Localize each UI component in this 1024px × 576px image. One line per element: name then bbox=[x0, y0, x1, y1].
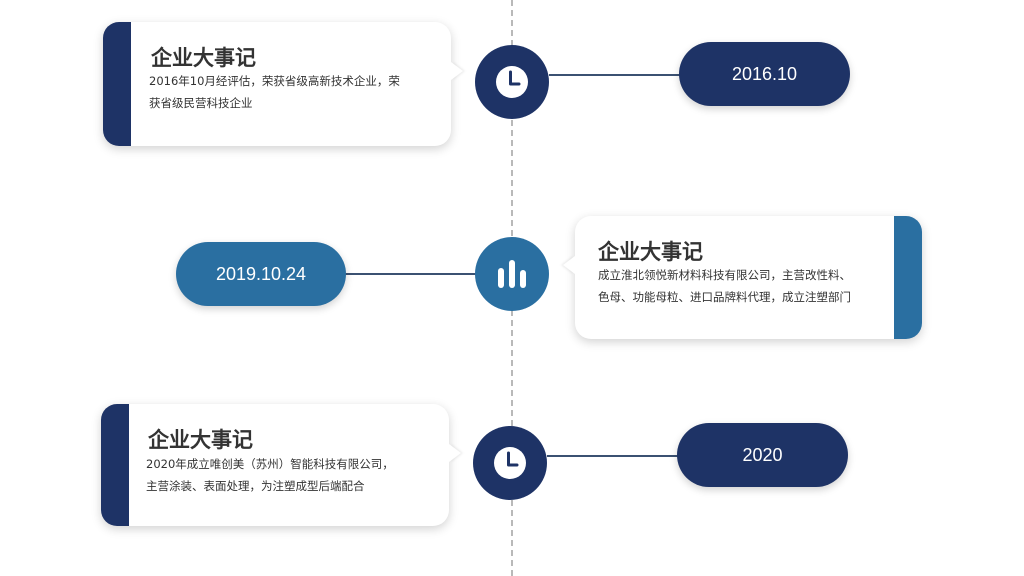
clock-icon bbox=[494, 447, 526, 479]
card-accent-bar bbox=[101, 404, 129, 526]
event-card-2: 企业大事记 成立淮北领悦新材料科技有限公司，主营改性料、 色母、功能母粒、进口品… bbox=[563, 216, 922, 339]
card-pointer bbox=[451, 62, 463, 80]
event-description: 成立淮北领悦新材料科技有限公司，主营改性料、 色母、功能母粒、进口品牌料代理，成… bbox=[598, 264, 898, 308]
clock-icon-node bbox=[475, 45, 549, 119]
date-pill: 2020 bbox=[677, 423, 848, 487]
event-description-line: 色母、功能母粒、进口品牌料代理，成立注塑部门 bbox=[598, 290, 851, 304]
clock-icon bbox=[496, 66, 528, 98]
event-description: 2016年10月经评估，荣获省级高新技术企业，荣 获省级民营科技企业 bbox=[149, 70, 439, 114]
connector-line bbox=[549, 74, 681, 76]
bar-chart-icon-node bbox=[475, 237, 549, 311]
event-card-1: 企业大事记 2016年10月经评估，荣获省级高新技术企业，荣 获省级民营科技企业 bbox=[103, 22, 463, 146]
connector-line bbox=[547, 455, 679, 457]
event-description-line: 成立淮北领悦新材料科技有限公司，主营改性料、 bbox=[598, 268, 851, 282]
event-description: 2020年成立唯创美（苏州）智能科技有限公司， 主营涂装、表面处理，为注塑成型后… bbox=[146, 453, 436, 497]
event-description-line: 2016年10月经评估，荣获省级高新技术企业，荣 bbox=[149, 74, 400, 88]
event-title: 企业大事记 bbox=[151, 46, 256, 70]
bar-chart-icon bbox=[498, 260, 526, 288]
event-description-line: 获省级民营科技企业 bbox=[149, 96, 253, 110]
date-pill: 2016.10 bbox=[679, 42, 850, 106]
event-card-3: 企业大事记 2020年成立唯创美（苏州）智能科技有限公司， 主营涂装、表面处理，… bbox=[101, 404, 461, 526]
card-accent-bar bbox=[103, 22, 131, 146]
clock-icon-node bbox=[473, 426, 547, 500]
event-title: 企业大事记 bbox=[598, 240, 703, 264]
card-pointer bbox=[563, 256, 575, 274]
card-pointer bbox=[449, 444, 461, 462]
event-description-line: 主营涂装、表面处理，为注塑成型后端配合 bbox=[146, 479, 365, 493]
event-description-line: 2020年成立唯创美（苏州）智能科技有限公司， bbox=[146, 457, 394, 471]
date-pill: 2019.10.24 bbox=[176, 242, 346, 306]
card-accent-bar bbox=[894, 216, 922, 339]
connector-line bbox=[344, 273, 476, 275]
event-title: 企业大事记 bbox=[148, 428, 253, 452]
